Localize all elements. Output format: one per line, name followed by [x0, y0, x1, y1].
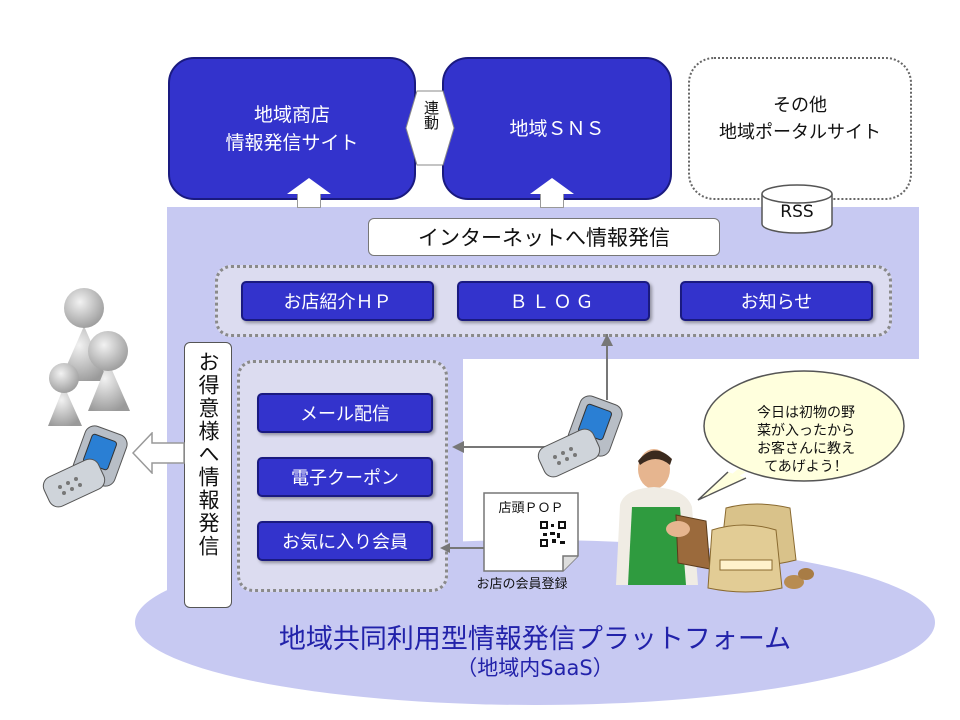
portal-line2: 地域ポータルサイト: [719, 121, 881, 143]
speech-line: 菜が入ったから: [757, 423, 855, 439]
speech-line: 今日は初物の野: [757, 405, 855, 421]
qr-code-icon: [540, 521, 566, 547]
blog-button[interactable]: ＢＬＯＧ: [457, 281, 650, 321]
shop-site-line2: 情報発信サイト: [225, 131, 359, 154]
left-arrow-icon: [132, 432, 185, 474]
link-double-arrow-icon: [405, 90, 455, 166]
internet-broadcast-label: インターネットへ情報発信: [368, 218, 720, 256]
shop-site-line1: 地域商店: [253, 103, 330, 126]
portal-line1: その他: [773, 94, 827, 116]
speech-line: てあげよう！: [764, 459, 848, 475]
platform-title: 地域共同利用型情報発信プラットフォーム: [278, 624, 792, 655]
speech-bubble: [697, 370, 905, 501]
shopkeeper-icon: [616, 449, 711, 585]
other-portal-box: その他 地域ポータルサイト: [688, 57, 912, 200]
link-label: 連動: [422, 100, 440, 130]
up-arrow-icon: [287, 178, 331, 208]
notice-button[interactable]: お知らせ: [680, 281, 873, 321]
mobile-phone-icon: [42, 425, 128, 508]
rss-label: RSS: [780, 202, 814, 222]
speech-text: 今日は初物の野 菜が入ったから お客さんに教え てあげよう！: [736, 404, 876, 476]
up-arrow-icon: [530, 178, 574, 208]
speech-line: お客さんに教え: [757, 441, 855, 457]
pop-card: [483, 492, 579, 572]
mail-delivery-button[interactable]: メール配信: [257, 393, 433, 433]
user-group-icon: [48, 288, 130, 426]
pop-title: 店頭ＰＯＰ: [498, 501, 564, 516]
platform-subtitle: （地域内SaaS）: [456, 656, 614, 680]
customer-broadcast-label: お得意様へ情報発信: [184, 342, 232, 608]
favorite-member-button[interactable]: お気に入り会員: [257, 521, 433, 561]
shop-info-site-box: 地域商店 情報発信サイト: [168, 57, 416, 200]
potato-bags-icon: [707, 503, 814, 593]
shop-homepage-button[interactable]: お店紹介ＨＰ: [241, 281, 434, 321]
pop-caption: お店の会員登録: [476, 577, 568, 592]
rss-database-icon: [761, 184, 833, 234]
e-coupon-button[interactable]: 電子クーポン: [257, 457, 433, 497]
mobile-phone-icon: [537, 395, 623, 478]
sns-label: 地域ＳＮＳ: [509, 117, 605, 140]
regional-sns-box: 地域ＳＮＳ: [442, 57, 672, 200]
